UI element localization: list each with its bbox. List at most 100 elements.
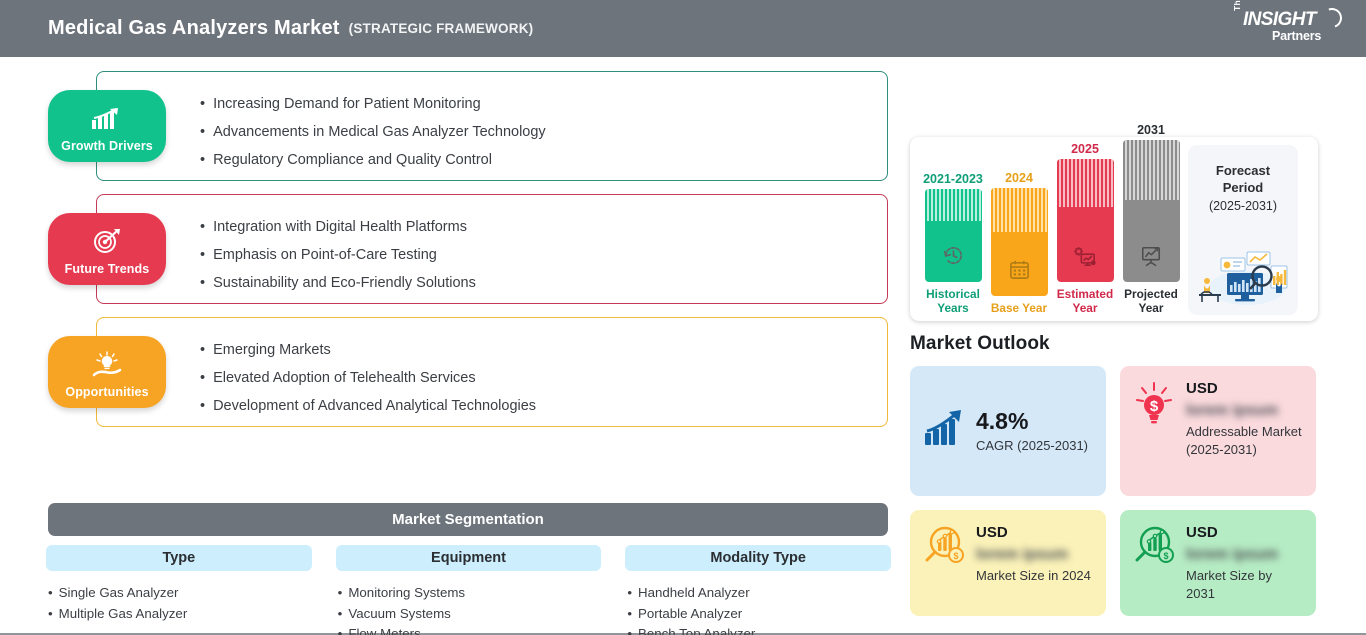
segmentation-items: Handheld Analyzer Portable Analyzer Benc… xyxy=(625,583,891,635)
band-item: Emphasis on Point-of-Care Testing xyxy=(200,241,476,269)
calendar-icon xyxy=(1008,258,1031,286)
insight-partners-logo: The INSIGHT Partners xyxy=(1232,0,1346,50)
list-item: Portable Analyzer xyxy=(627,604,891,625)
outlook-card-cagr: 4.8% CAGR (2025-2031) xyxy=(910,366,1106,496)
logo-partners-text: Partners xyxy=(1272,29,1322,43)
app-header: Medical Gas Analyzers Market (STRATEGIC … xyxy=(0,0,1366,57)
segmentation-column-equipment: Equipment Monitoring Systems Vacuum Syst… xyxy=(335,545,602,635)
redacted-value: lorem ipsum xyxy=(1186,546,1279,563)
bar-group-estimated: 2025 xyxy=(1056,142,1114,315)
logo-the-text: The xyxy=(1232,0,1242,11)
chart-bars: 2021-2023 Historical Years xyxy=(918,123,1180,315)
pill-future-trends[interactable]: Future Trends xyxy=(48,213,166,285)
page-content: Growth Drivers Increasing Demand for Pat… xyxy=(0,57,1366,635)
list-item: Monitoring Systems xyxy=(338,583,602,604)
lightbulb-hand-icon xyxy=(90,351,124,382)
forecast-title-line1: Forecast xyxy=(1215,163,1271,178)
pill-label: Future Trends xyxy=(64,262,150,276)
gear-chart-icon xyxy=(1073,245,1097,272)
lightbulb-dollar-icon: $ xyxy=(1132,380,1176,433)
presentation-chart-icon xyxy=(1139,245,1163,272)
bar-caption: Base Year xyxy=(990,301,1048,315)
redacted-value: lorem ipsum xyxy=(976,546,1069,563)
cagr-value: 4.8% xyxy=(976,408,1029,434)
segmentation-columns: Type Single Gas Analyzer Multiple Gas An… xyxy=(46,545,892,635)
redacted-value: lorem ipsum xyxy=(1186,402,1279,419)
card-label: Market Size by 2031 xyxy=(1186,568,1272,601)
segmentation-title: Market Segmentation xyxy=(392,511,544,528)
bar-chart-arrow-up-icon xyxy=(922,409,966,454)
band-item: Development of Advanced Analytical Techn… xyxy=(200,392,536,420)
svg-text:$: $ xyxy=(953,551,958,561)
list-item: Single Gas Analyzer xyxy=(48,583,312,604)
segmentation-column-modality-type: Modality Type Handheld Analyzer Portable… xyxy=(625,545,892,635)
band-item: Integration with Digital Health Platform… xyxy=(200,213,476,241)
framework-column: Growth Drivers Increasing Demand for Pat… xyxy=(48,71,888,440)
band-item: Increasing Demand for Patient Monitoring xyxy=(200,90,546,118)
page-subtitle: (STRATEGIC FRAMEWORK) xyxy=(348,21,534,36)
list-item: Multiple Gas Analyzer xyxy=(48,604,312,625)
list-item: Flow Meters xyxy=(338,624,602,635)
segmentation-column-type: Type Single Gas Analyzer Multiple Gas An… xyxy=(46,545,312,635)
bar-year-label: 2021-2023 xyxy=(923,172,983,186)
clock-history-icon xyxy=(942,244,965,272)
bar-group-projected: 2031 Projected xyxy=(1122,123,1180,315)
bar-group-base: 2024 xyxy=(990,171,1048,315)
page-title: Medical Gas Analyzers Market xyxy=(48,17,340,39)
currency-label: USD xyxy=(976,524,1008,541)
bar-caption: Historical Years xyxy=(926,287,980,315)
outlook-cards: 4.8% CAGR (2025-2031) xyxy=(910,366,1322,616)
logo-arc-icon xyxy=(1318,4,1346,32)
bar-chart-growth-icon xyxy=(90,107,124,136)
framework-band-growth-drivers: Growth Drivers Increasing Demand for Pat… xyxy=(48,71,888,181)
svg-text:$: $ xyxy=(1150,398,1159,415)
list-item: Vacuum Systems xyxy=(338,604,602,625)
outlook-card-market-size-2031: $ USD lorem ipsum Market Size by 2031 xyxy=(1120,510,1316,616)
magnifier-chart-dollar-icon: $ xyxy=(922,524,966,573)
bar xyxy=(924,189,982,282)
framework-band-future-trends: Future Trends Integration with Digital H… xyxy=(48,194,888,304)
outlook-column: 2021-2023 Historical Years xyxy=(910,123,1322,616)
currency-label: USD xyxy=(1186,524,1218,541)
band-items: Increasing Demand for Patient Monitoring… xyxy=(200,90,546,174)
magnifier-chart-dollar-icon: $ xyxy=(1132,524,1176,573)
segmentation-items: Single Gas Analyzer Multiple Gas Analyze… xyxy=(46,583,312,624)
band-item: Advancements in Medical Gas Analyzer Tec… xyxy=(200,118,546,146)
band-items: Emerging Markets Elevated Adoption of Te… xyxy=(200,336,536,420)
forecast-title-line2: Period xyxy=(1222,180,1264,195)
bar-caption: Estimated Year xyxy=(1056,287,1114,315)
outlook-card-addressable-market: $ USD lorem ipsum Addressable Market (20… xyxy=(1120,366,1316,496)
list-item: Bench Top Analyzer xyxy=(627,624,891,635)
framework-band-opportunities: Opportunities Emerging Markets Elevated … xyxy=(48,317,888,427)
bar xyxy=(1122,140,1180,282)
bar xyxy=(990,188,1048,296)
bar-year-label: 2025 xyxy=(1071,142,1099,156)
segmentation-column-title: Type xyxy=(46,545,312,571)
pill-label: Growth Drivers xyxy=(61,139,153,153)
band-item: Sustainability and Eco-Friendly Solution… xyxy=(200,269,476,297)
cagr-label: CAGR (2025-2031) xyxy=(976,438,1088,453)
band-items: Integration with Digital Health Platform… xyxy=(200,213,476,297)
bar-group-historical: 2021-2023 Historical Years xyxy=(923,172,983,315)
bar xyxy=(1056,159,1114,282)
market-timeline-chart: 2021-2023 Historical Years xyxy=(910,123,1318,321)
market-outlook-title: Market Outlook xyxy=(910,333,1050,354)
segmentation-column-title: Modality Type xyxy=(625,545,892,571)
svg-text:$: $ xyxy=(1163,551,1168,561)
bar-year-label: 2031 xyxy=(1137,123,1165,137)
pill-opportunities[interactable]: Opportunities xyxy=(48,336,166,408)
band-item: Elevated Adoption of Telehealth Services xyxy=(200,364,536,392)
band-item: Emerging Markets xyxy=(200,336,536,364)
band-item: Regulatory Compliance and Quality Contro… xyxy=(200,146,546,174)
forecast-range: (2025-2031) xyxy=(1208,199,1278,213)
bar-year-label: 2024 xyxy=(1005,171,1033,185)
outlook-card-market-size-2024: $ USD lorem ipsum Market Size in 2024 xyxy=(910,510,1106,616)
bar-caption: Projected Year xyxy=(1124,287,1178,315)
forecast-period-panel: Forecast Period (2025-2031) xyxy=(1188,145,1298,315)
segmentation-items: Monitoring Systems Vacuum Systems Flow M… xyxy=(336,583,602,635)
pill-growth-drivers[interactable]: Growth Drivers xyxy=(48,90,166,162)
target-dart-icon xyxy=(92,228,122,259)
card-label: Market Size in 2024 xyxy=(976,568,1091,583)
pill-label: Opportunities xyxy=(65,385,149,399)
data-analysis-illustration xyxy=(1191,248,1295,311)
